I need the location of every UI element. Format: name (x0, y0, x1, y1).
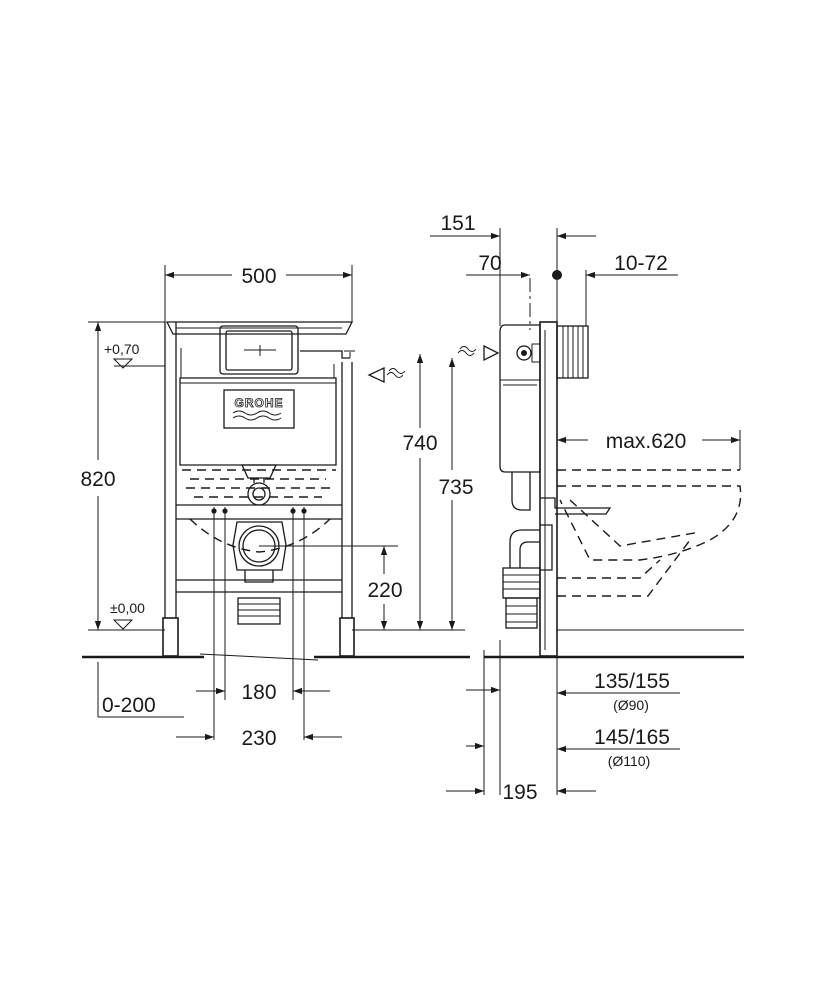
floor-line (82, 653, 744, 661)
dim-adjust-label: 0-200 (102, 694, 156, 717)
dim-wall-range-label: 10-72 (614, 252, 668, 275)
dim-outlet-110: 145/165 (Ø110) (466, 726, 680, 769)
dim-inlet-height-label: 735 (438, 476, 473, 499)
dim-flush-height-label: 740 (402, 432, 437, 455)
side-frame (539, 321, 558, 657)
dim-bolt-outer-label: 230 (241, 727, 276, 750)
dim-max-projection: max.620 (557, 430, 741, 470)
dim-max-projection-label: max.620 (606, 430, 687, 453)
dim-bolt-outer: 230 (176, 700, 342, 750)
dim-inlet-height: 735 (438, 358, 474, 630)
level-floor-label: ±0,00 (110, 600, 145, 616)
dim-bolt-inner: 180 (196, 681, 330, 704)
side-view: 151 70 10-72 max.620 135/155 (Ø90) (430, 212, 744, 804)
dia-110-label: (Ø110) (608, 753, 651, 769)
side-waste-pipe (502, 497, 612, 629)
dim-width-label: 500 (241, 265, 276, 288)
frame-right-post (339, 362, 355, 657)
frame-top-rail (165, 321, 354, 335)
grohe-logo: GROHE (223, 389, 295, 429)
dim-bolt-inner-label: 180 (241, 681, 276, 704)
dim-outlet-height: 220 (259, 545, 403, 630)
side-water-inlet (457, 344, 500, 362)
dim-depth-151-label: 151 (440, 212, 475, 235)
level-floor: ±0,00 (110, 600, 145, 630)
dim-flush-height: 740 (352, 354, 465, 631)
flush-pipe (240, 464, 278, 506)
dim-outlet-height-label: 220 (367, 579, 402, 602)
dim-wall-range: 10-72 (552, 252, 678, 326)
dia-90-label: (Ø90) (613, 697, 649, 713)
dim-depth-151: 151 (430, 212, 596, 326)
dim-depth-195-label: 195 (502, 781, 537, 804)
dim-outlet-90: 135/155 (Ø90) (466, 640, 680, 795)
waste-outlet (232, 521, 287, 625)
flush-plate (219, 325, 299, 375)
level-top-label: +0,70 (104, 341, 140, 357)
dim-height-label: 820 (80, 468, 115, 491)
dim-width: 500 (164, 265, 353, 322)
grohe-logo-text: GROHE (234, 396, 283, 410)
dim-depth-70: 70 (466, 252, 530, 279)
dim-depth-195: 195 (446, 781, 596, 804)
level-top: +0,70 (104, 341, 165, 369)
dim-depth-70-label: 70 (478, 252, 501, 275)
dim-adjust: 0-200 (97, 662, 184, 718)
frame-left-post (162, 322, 179, 657)
water-inlet (300, 350, 406, 384)
side-wall-bracket (556, 325, 589, 379)
dim-height: 820 (80, 321, 165, 631)
side-cistern (499, 324, 541, 511)
cistern (179, 348, 337, 466)
dim-outlet-90-label: 135/155 (594, 670, 670, 693)
dim-outlet-110-label: 145/165 (594, 726, 670, 749)
wc-bowl-outline-front (182, 469, 336, 553)
fixing-bolts (211, 507, 307, 700)
front-view: GROHE (80, 265, 474, 750)
wc-pan-outline-side (557, 469, 742, 597)
